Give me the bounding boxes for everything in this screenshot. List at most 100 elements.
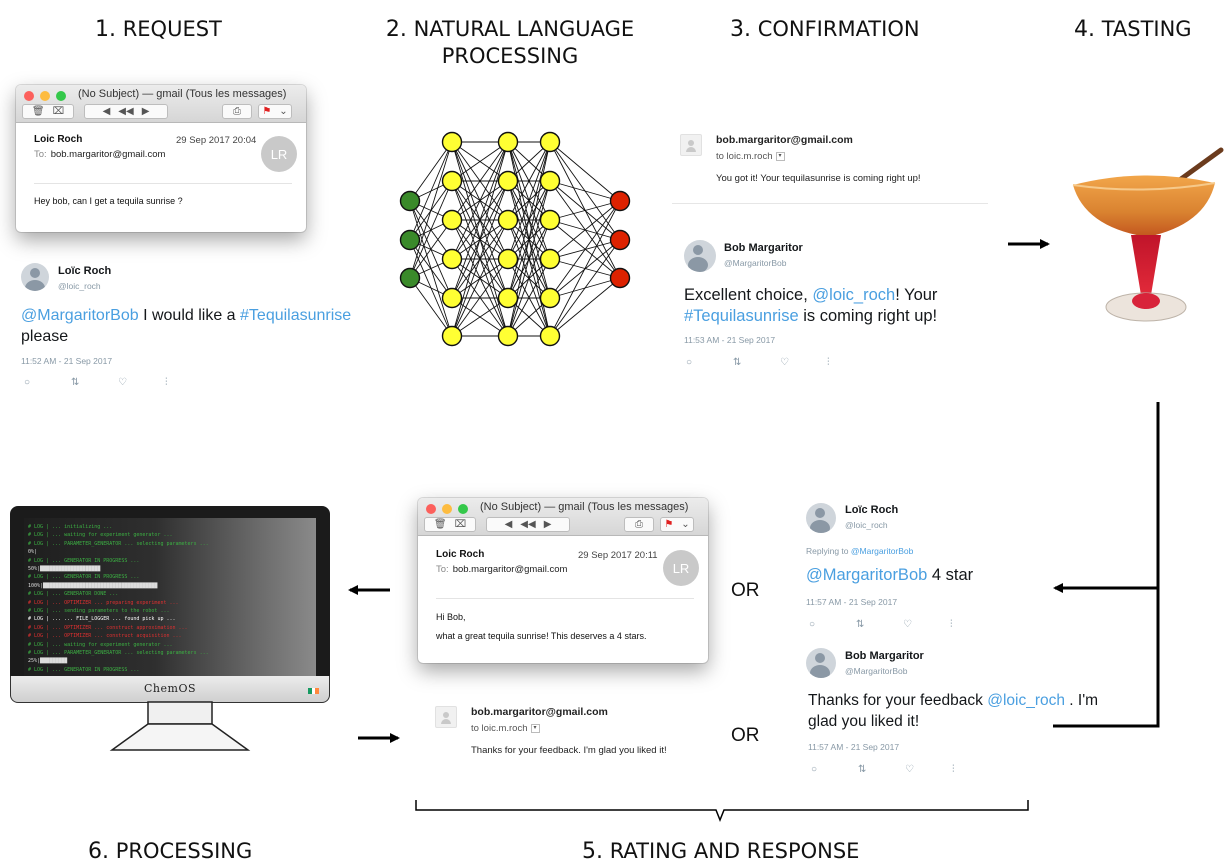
- flag-icon[interactable]: ⚑: [664, 519, 674, 530]
- like-icon[interactable]: ♡: [905, 764, 914, 775]
- retweet-icon[interactable]: ⇅: [71, 377, 80, 388]
- flag-button[interactable]: ⚑⌄: [660, 517, 694, 532]
- monitor-chin: ChemOS: [10, 676, 330, 703]
- hashtag-link[interactable]: #Tequilasunrise: [684, 307, 799, 325]
- stats-icon[interactable]: ⫶: [952, 764, 955, 775]
- network-edge: [507, 180, 551, 221]
- network-edge: [507, 141, 551, 182]
- chemos-monitor: # LOG | ... initializing ... # LOG | ... …: [10, 506, 330, 702]
- sender-avatar: LR: [663, 550, 699, 586]
- tweet-actions: ○ ⇅ ♡ ⫶: [686, 357, 874, 368]
- network-edge: [409, 200, 453, 260]
- print-button[interactable]: ⎙: [222, 104, 252, 119]
- comment-icon[interactable]: ○: [809, 619, 816, 630]
- replying-to-link[interactable]: @MargaritorBob: [850, 546, 914, 556]
- trash-icon[interactable]: 🗑: [433, 519, 447, 530]
- hidden-node: [441, 287, 463, 309]
- reply-icon[interactable]: ◀: [504, 519, 513, 530]
- close-window-button[interactable]: [24, 91, 34, 101]
- reply-all-icon[interactable]: ◀◀: [118, 106, 134, 117]
- terminal-line: # LOG | ... initializing ...: [28, 524, 113, 530]
- chevron-down-icon[interactable]: ▾: [530, 723, 540, 733]
- avatar: [806, 503, 836, 533]
- flag-icon[interactable]: ⚑: [262, 106, 272, 117]
- gmail-body: You got it! Your tequilasunrise is comin…: [716, 173, 921, 184]
- mention-link[interactable]: @loic_roch: [812, 286, 896, 304]
- reply-buttons[interactable]: ◀◀◀▶: [84, 104, 168, 119]
- minimize-window-button[interactable]: [442, 504, 452, 514]
- forward-icon[interactable]: ▶: [543, 519, 552, 530]
- network-edge: [409, 277, 453, 337]
- hidden-node: [539, 131, 561, 153]
- flag-button[interactable]: ⚑⌄: [258, 104, 292, 119]
- network-edge: [451, 219, 509, 260]
- network-edge: [451, 297, 509, 337]
- network-edge: [409, 141, 453, 241]
- junk-icon[interactable]: ⌧: [454, 519, 467, 530]
- print-icon[interactable]: ⎙: [635, 519, 643, 530]
- retweet-icon[interactable]: ⇅: [858, 764, 867, 775]
- terminal-line: # LOG | ... GENERATOR IN PROGRESS ...: [28, 666, 140, 673]
- print-icon[interactable]: ⎙: [233, 106, 241, 117]
- stats-icon[interactable]: ⫶: [165, 377, 168, 388]
- print-button[interactable]: ⎙: [624, 517, 654, 532]
- mention-link[interactable]: @MargaritorBob: [806, 566, 928, 584]
- terminal-line: # LOG | ... OPTIMIZER ... construct appr…: [28, 624, 188, 631]
- trash-icon[interactable]: 🗑: [31, 106, 45, 117]
- divider: [672, 203, 988, 204]
- stats-icon[interactable]: ⫶: [827, 357, 830, 368]
- mail-window-title: (No Subject) — gmail (Tous les messages): [480, 501, 689, 513]
- step-1-title: 1. REQUEST: [95, 17, 222, 42]
- delete-junk-buttons[interactable]: 🗑⌧: [424, 517, 476, 532]
- gmail-avatar: [680, 134, 702, 156]
- or-label: OR: [731, 580, 760, 601]
- stats-icon[interactable]: ⫶: [950, 619, 953, 630]
- network-edge: [507, 219, 551, 260]
- network-edge: [451, 141, 509, 182]
- close-window-button[interactable]: [426, 504, 436, 514]
- network-edge: [549, 141, 621, 241]
- network-edge: [507, 297, 551, 337]
- network-edge: [451, 219, 509, 337]
- network-edge: [409, 219, 453, 279]
- retweet-icon[interactable]: ⇅: [856, 619, 865, 630]
- like-icon[interactable]: ♡: [903, 619, 912, 630]
- network-edge: [549, 180, 621, 241]
- network-edge: [451, 180, 509, 299]
- zoom-window-button[interactable]: [458, 504, 468, 514]
- delete-junk-buttons[interactable]: 🗑⌧: [22, 104, 74, 119]
- minimize-window-button[interactable]: [40, 91, 50, 101]
- chemos-brand-label: ChemOS: [144, 682, 196, 695]
- gmail-sender: bob.margaritor@gmail.com: [471, 706, 608, 718]
- monitor-stand: [109, 701, 251, 751]
- junk-icon[interactable]: ⌧: [52, 106, 65, 117]
- mail-date: 29 Sep 2017 20:04: [176, 135, 257, 146]
- step-3-title: 3. CONFIRMATION: [730, 17, 920, 42]
- reply-all-icon[interactable]: ◀◀: [520, 519, 536, 530]
- zoom-window-button[interactable]: [56, 91, 66, 101]
- tweet-actions: ○ ⇅ ♡ ⫶: [24, 377, 212, 388]
- like-icon[interactable]: ♡: [118, 377, 127, 388]
- network-edge: [451, 141, 509, 337]
- retweet-icon[interactable]: ⇅: [733, 357, 742, 368]
- network-edge: [549, 219, 621, 241]
- network-edge: [507, 219, 551, 260]
- reply-buttons[interactable]: ◀◀◀▶: [486, 517, 570, 532]
- output-node: [609, 267, 631, 289]
- comment-icon[interactable]: ○: [24, 377, 31, 388]
- reply-icon[interactable]: ◀: [102, 106, 111, 117]
- mention-link[interactable]: @MargaritorBob: [21, 307, 139, 324]
- comment-icon[interactable]: ○: [686, 357, 693, 368]
- network-edge: [409, 141, 453, 202]
- network-edge: [549, 219, 621, 279]
- gmail-avatar: [435, 706, 457, 728]
- like-icon[interactable]: ♡: [780, 357, 789, 368]
- comment-icon[interactable]: ○: [811, 764, 818, 775]
- forward-icon[interactable]: ▶: [141, 106, 150, 117]
- mail-sender: Loic Roch: [34, 134, 83, 145]
- hashtag-link[interactable]: #Tequilasunrise: [240, 307, 352, 324]
- mention-link[interactable]: @loic_roch: [987, 692, 1065, 709]
- network-edge: [507, 141, 551, 260]
- tweet-text: Thanks for your feedback @loic_roch . I'…: [808, 692, 1099, 730]
- chevron-down-icon[interactable]: ▾: [775, 151, 785, 161]
